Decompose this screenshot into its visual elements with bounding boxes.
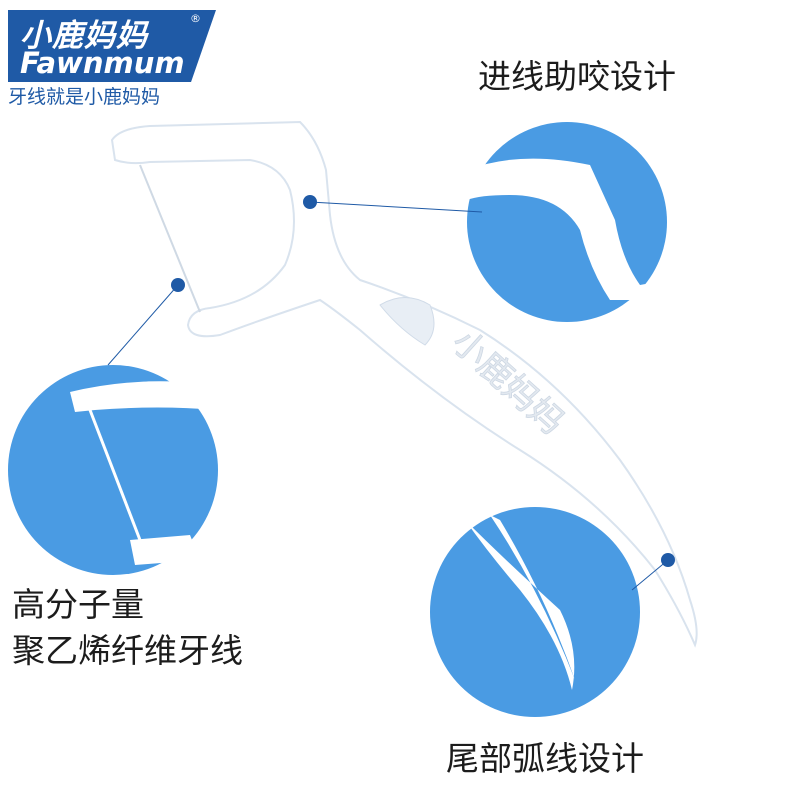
brand-logo (8, 10, 216, 82)
marker-dot-bottom (661, 553, 675, 567)
floss-line (139, 164, 201, 313)
callout-line-top (309, 201, 483, 213)
feature-label-serrated: 进线助咬设计 (478, 57, 676, 96)
brand-name-en: Fawnmum (20, 46, 185, 80)
detail-floss-line (88, 409, 142, 541)
detail-curved-tip (465, 515, 575, 690)
callout-line-bottom (631, 559, 669, 591)
brand-slogan: 牙线就是小鹿妈妈 (8, 86, 161, 108)
pick-hole (379, 297, 435, 346)
detail-floss-holder (70, 381, 215, 565)
brand-name-cn: 小鹿妈妈 (20, 18, 148, 54)
feature-label-curved-tail: 尾部弧线设计 (446, 739, 644, 778)
feature-label-floss: 高分子量 聚乙烯纤维牙线 (12, 582, 243, 674)
marker-dot-left (171, 278, 185, 292)
callout-line-left (107, 284, 179, 366)
detail-serrated-head (467, 158, 667, 300)
registered-mark: ® (190, 12, 201, 25)
detail-circle-bottom (430, 507, 640, 717)
marker-dot-top (303, 195, 317, 209)
feature-label-floss-line2: 聚乙烯纤维牙线 (12, 631, 243, 670)
feature-label-floss-line1: 高分子量 (12, 585, 144, 624)
floss-pick (110, 120, 698, 648)
